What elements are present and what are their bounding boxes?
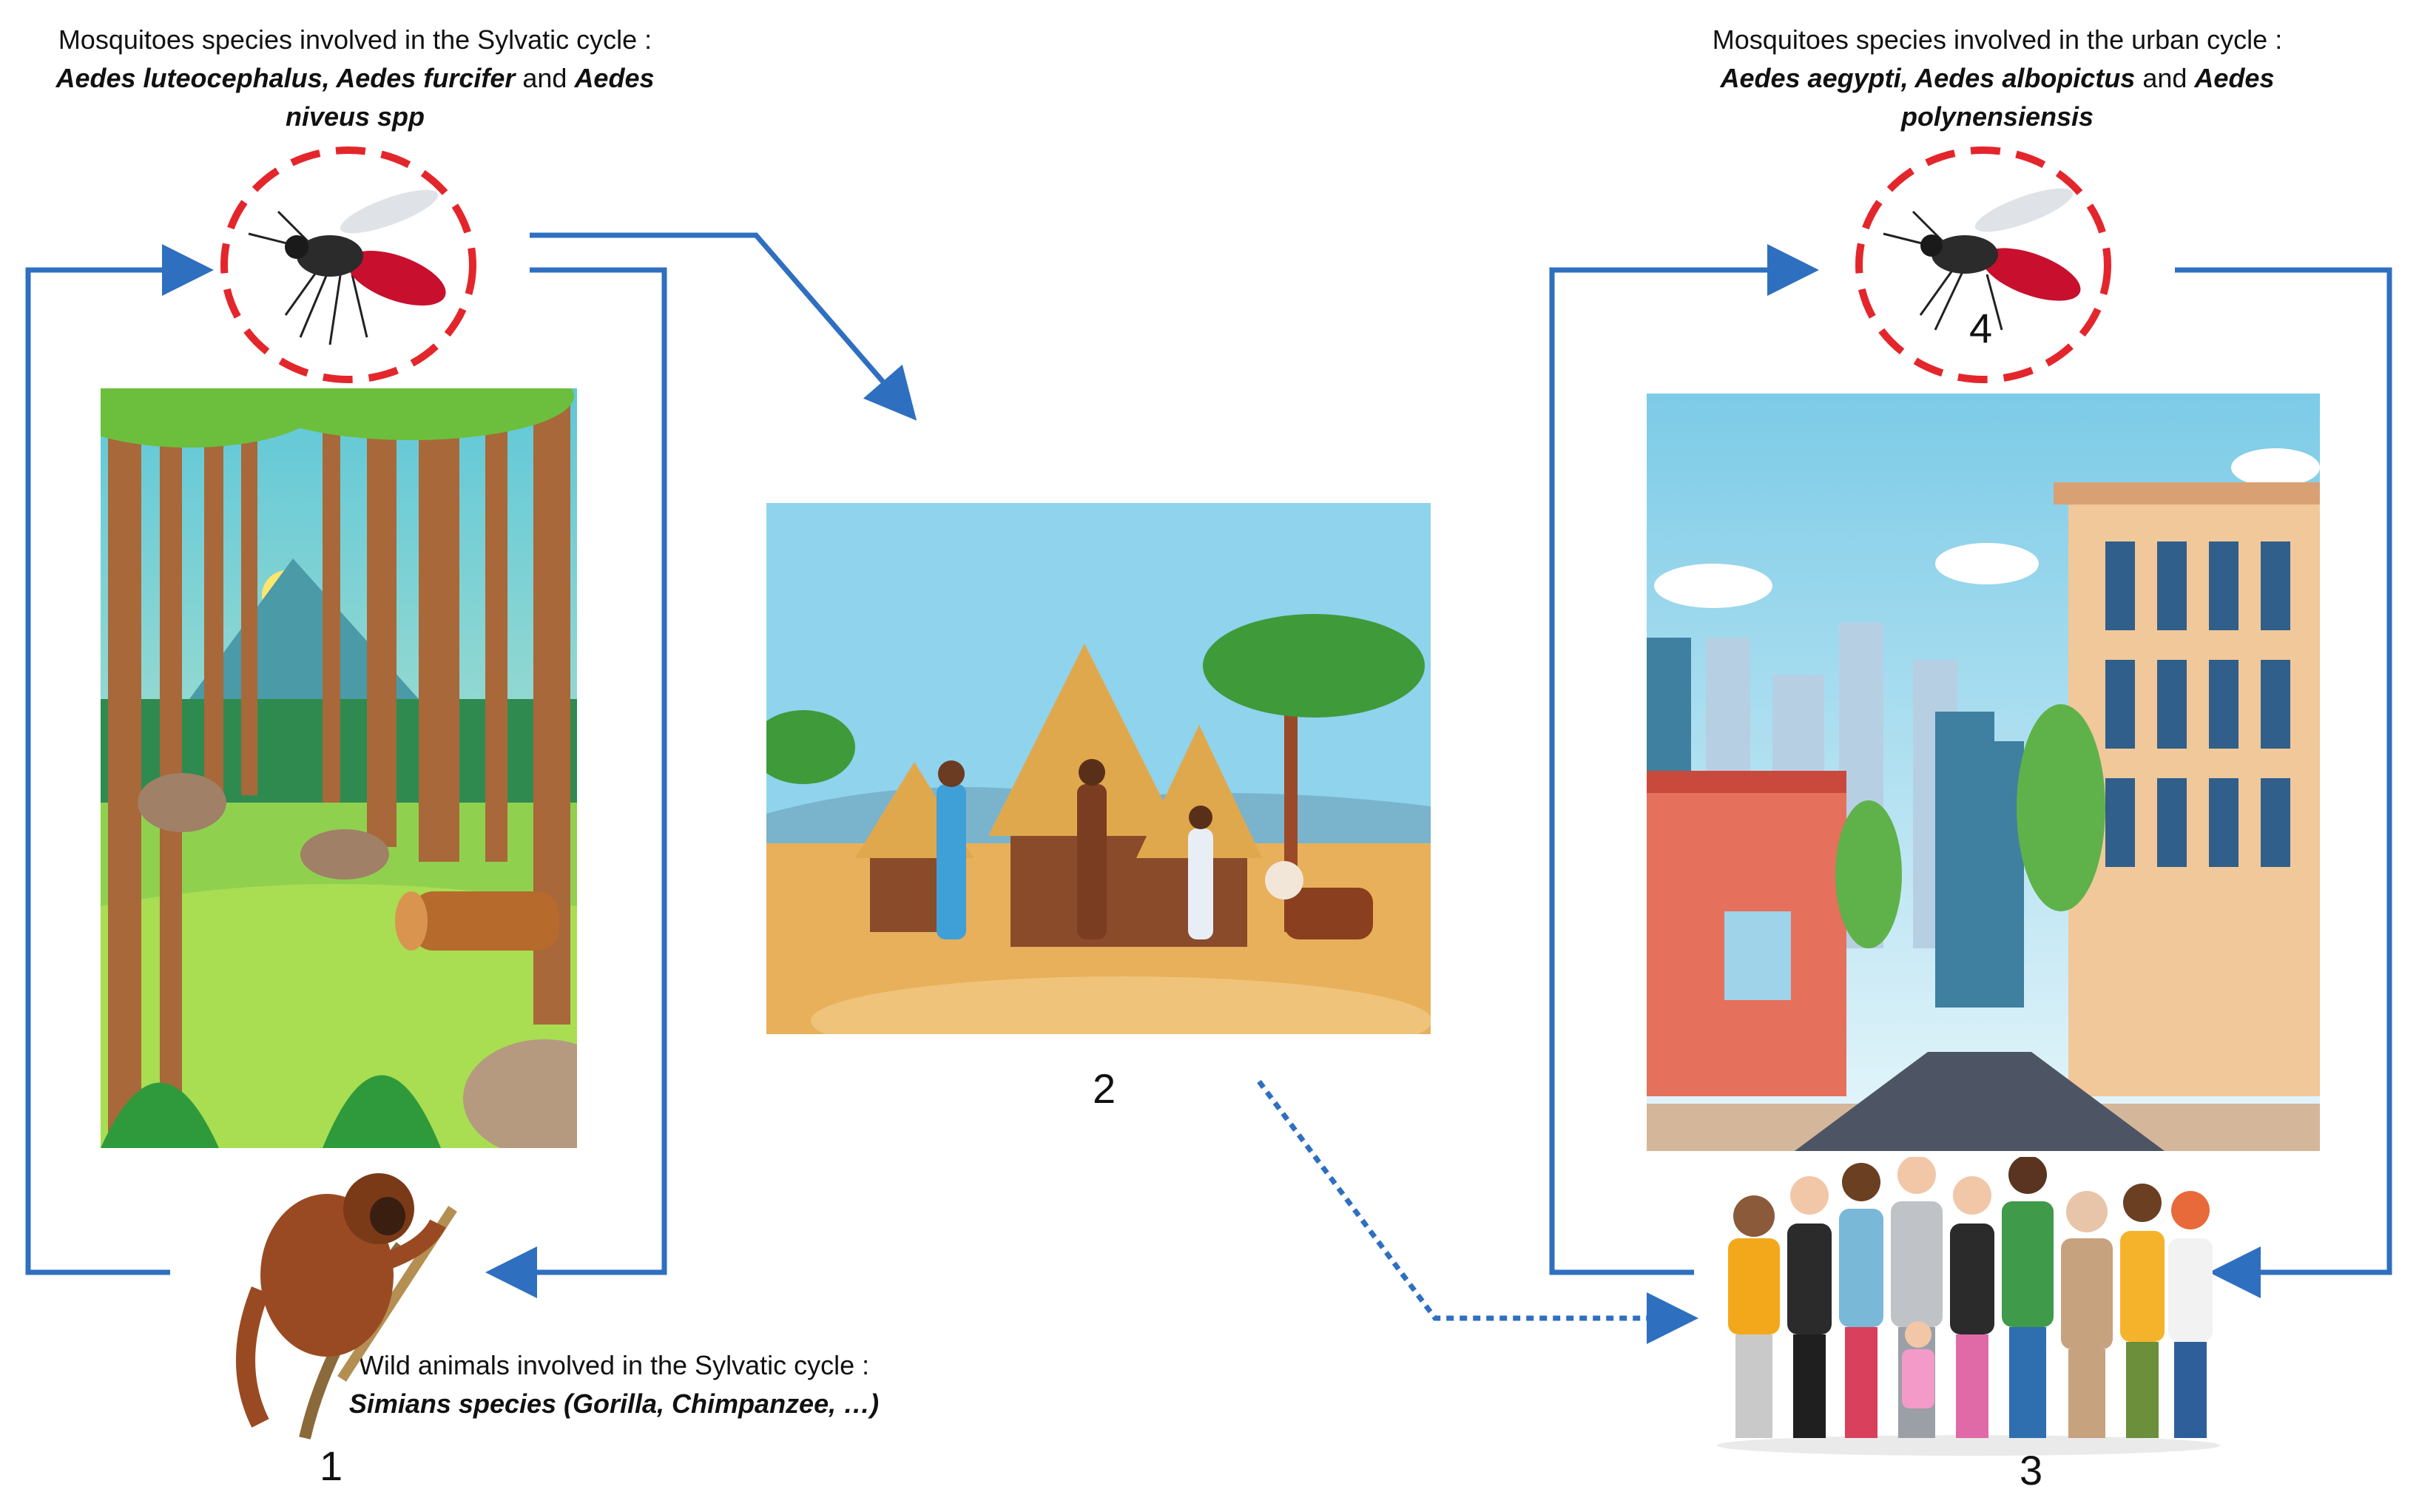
urban-mosquito-caption: Mosquitoes species involved in the urban…: [1687, 21, 2308, 136]
wild-animals-title: Wild animals involved in the Sylvatic cy…: [358, 1350, 870, 1380]
wild-animals-caption: Wild animals involved in the Sylvatic cy…: [348, 1346, 880, 1423]
sylvatic-species-2b: niveus spp: [285, 101, 425, 132]
forest-illustration: [101, 388, 577, 1148]
urban-species-2a: Aedes: [2194, 63, 2275, 93]
village-illustration: [766, 503, 1431, 1034]
sylvatic-mosquito-caption: Mosquitoes species involved in the Sylva…: [44, 21, 666, 136]
crowd-illustration: [1717, 1157, 2220, 1456]
sylvatic-mosquito-icon: [220, 146, 476, 383]
sylvatic-species-1: Aedes luteocephalus, Aedes furcifer: [55, 63, 516, 93]
sylvatic-arrow-right: [485, 267, 667, 1298]
city-illustration: [1647, 394, 2320, 1151]
monkey-illustration: [236, 1173, 457, 1440]
urban-species-2b: polynensiensis: [1900, 101, 2094, 132]
urban-mosquito-icon: [1855, 146, 2111, 383]
urban-arrow-left: [1549, 244, 1819, 1275]
sylvatic-species-2a: Aedes: [574, 63, 655, 93]
label-1: 1: [320, 1442, 343, 1489]
village-to-urban-dotted-arrow: [1257, 1079, 1698, 1344]
urban-caption-title: Mosquitoes species involved in the urban…: [1712, 24, 2283, 55]
urban-arrow-right: [2175, 267, 2392, 1298]
sylvatic-to-village-arrow: [530, 232, 917, 421]
urban-species-1: Aedes aegypti, Aedes albopictus: [1720, 63, 2136, 93]
label-4: 4: [1969, 305, 1993, 351]
sylvatic-arrow-left: [25, 244, 214, 1275]
wild-animals-species: Simians species (Gorilla, Chimpanzee, …): [348, 1388, 880, 1419]
label-2: 2: [1093, 1065, 1116, 1112]
sylvatic-caption-title: Mosquitoes species involved in the Sylva…: [58, 24, 652, 55]
